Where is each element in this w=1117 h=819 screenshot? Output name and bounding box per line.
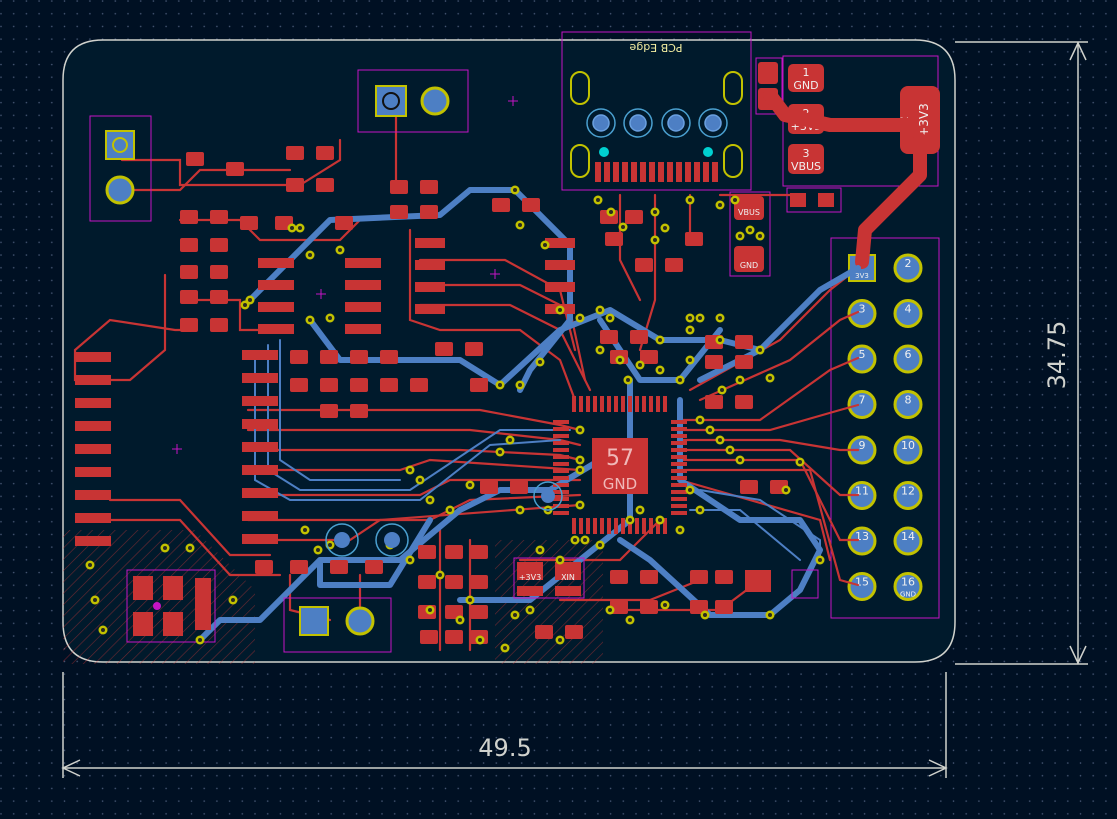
header-pin-net: 3V3 [855,272,869,280]
reg-pad-1[interactable] [788,64,824,92]
header-pin-2[interactable]: 2 [893,253,923,283]
mcu-pad-number: 57 [606,446,634,471]
reg-tab-pad[interactable] [900,86,940,154]
vbus-label: VBUS [738,208,760,217]
header-pin-15[interactable]: 15 [847,572,877,601]
header-pin-number: 6 [905,348,912,361]
header-pin-14[interactable]: 14 [893,526,923,556]
mcu-pad-net: GND [603,475,637,493]
crystal-area[interactable]: +3V3 XIN [513,557,819,599]
header-pin-number: 5 [859,348,866,361]
header-pin-number: 14 [901,530,915,543]
gnd-label-vbus: GND [740,261,758,270]
thru-hole-caps [325,481,563,557]
vbus-area[interactable]: VBUS GND [729,187,842,277]
dimension-width [61,672,948,778]
xin-label: XIN [561,573,575,582]
header-pin-number: 7 [859,394,866,407]
header-pin-10[interactable]: 10 [893,435,923,465]
header-pin-number: 2 [905,257,912,270]
header-pin-number: 16 [901,576,915,589]
header-pin-7[interactable]: 7 [847,390,877,419]
dimension-width-label: 49.5 [478,734,531,762]
reg-pad-3[interactable] [788,144,824,174]
header-pin-3[interactable]: 3 [847,299,877,328]
header-pin-number: 9 [859,439,866,452]
header-pin-net: GND [900,591,916,599]
origin-markers [172,96,518,454]
header-pin-number: 15 [855,576,869,589]
reg-pad-1-num: 1 [803,66,810,79]
header-pin-11[interactable]: 11 [847,481,877,510]
header-pin-4[interactable]: 4 [893,299,923,328]
header-pin-number: 12 [901,485,915,498]
header-pin-12[interactable]: 12 [893,481,923,510]
reg-pad-3-num: 3 [803,147,810,160]
header-pin-number: 8 [905,394,912,407]
sot-footprint[interactable] [126,569,216,643]
pcb-edge-label: PCB Edge [629,41,682,54]
usb-connector[interactable]: PCB Edge [561,31,752,191]
module-pads [75,350,278,546]
header-pin-number: 3 [859,303,866,316]
header-pin-number: 10 [901,439,915,452]
mcu-center-pad[interactable] [592,438,648,494]
power-trace-3v3 [763,88,927,269]
reg-pad-1-net: GND [793,79,818,92]
header-pin-6[interactable]: 6 [893,344,923,374]
header-pin-8[interactable]: 8 [893,390,923,419]
dimension-height [955,41,1088,665]
header-pin-5[interactable]: 5 [847,344,877,374]
header-pin-number: 4 [905,303,912,316]
reg-pad-3-net: VBUS [791,160,821,173]
v33-label: +3V3 [519,573,541,582]
reg-tab-net: +3V3 [917,103,931,137]
dimension-height-label: 34.75 [1043,321,1071,390]
left-components[interactable] [89,69,469,653]
